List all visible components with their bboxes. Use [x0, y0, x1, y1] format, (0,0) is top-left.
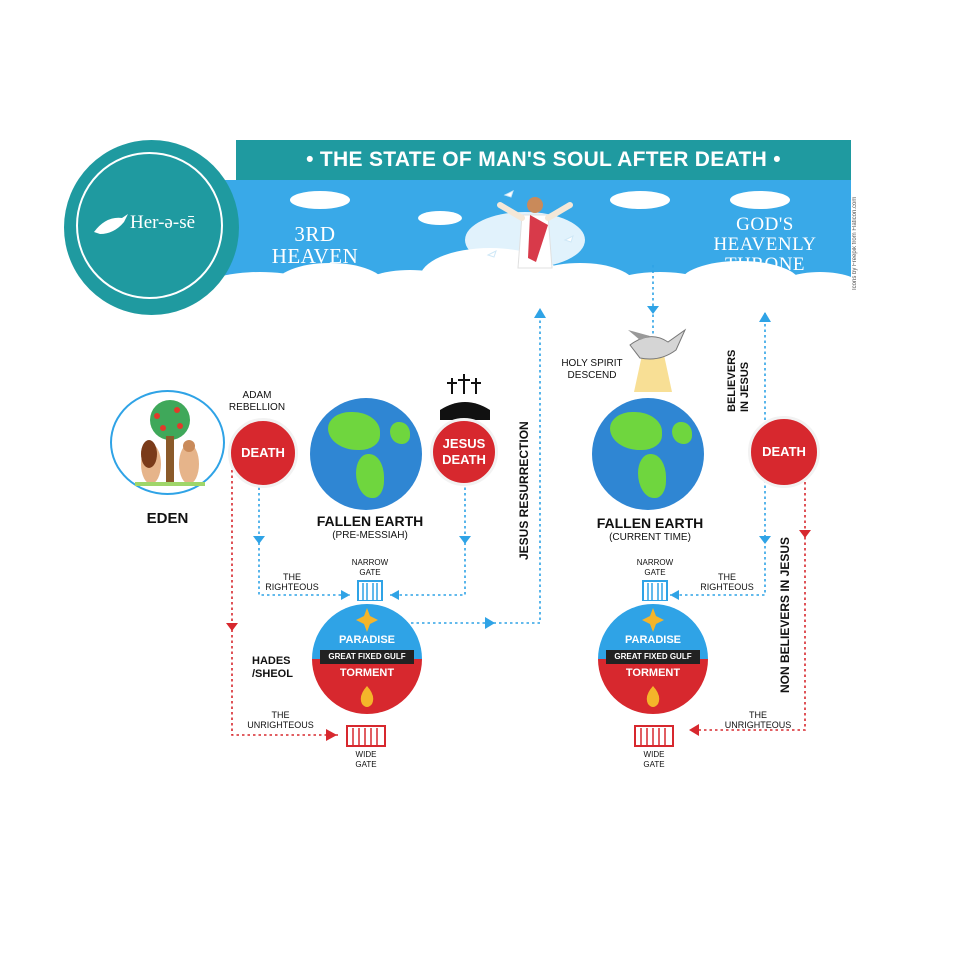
star-icon	[356, 608, 378, 632]
holy-spirit-dove-icon	[628, 328, 687, 360]
fallen-earth-sub-right: (CURRENT TIME)	[609, 532, 691, 543]
narrow-gate-icon-right	[642, 580, 668, 601]
logo-text: Her-ə-sē	[130, 212, 196, 233]
death-circle-left: DEATH	[228, 418, 298, 488]
dove-logo-icon	[94, 214, 128, 234]
wide-gate-icon-right	[634, 725, 674, 747]
jesus-resurrection-label: JESUS RESURRECTION	[517, 421, 531, 560]
eden-label: EDEN	[146, 510, 189, 527]
fallen-earth-label-right: FALLEN EARTH	[596, 515, 704, 531]
non-believers-label: NON BELIEVERS IN JESUS	[778, 536, 792, 693]
heavenly-throne-label: GOD'S HEAVENLY THRONE	[713, 214, 817, 275]
fire-icon	[360, 686, 374, 707]
righteous-label-right: THE RIGHTEOUS	[700, 572, 754, 592]
wide-gate-label-right: WIDE GATE	[643, 750, 665, 769]
wide-gate-icon-left	[346, 725, 386, 747]
title-bar	[236, 140, 851, 180]
righteous-label-left: THE RIGHTEOUS	[265, 572, 319, 592]
wide-gate-label-left: WIDE GATE	[355, 750, 377, 769]
third-heaven-label: 3RD HEAVEN	[271, 222, 359, 268]
fallen-earth-label-left: FALLEN EARTH	[316, 513, 424, 529]
great-fixed-gulf-left: GREAT FIXED GULF	[320, 650, 414, 664]
death-circle-right: DEATH	[748, 416, 820, 488]
paradise-label-left: PARADISE	[338, 634, 396, 646]
believers-label: BELIEVERS IN JESUS	[726, 349, 751, 412]
unrighteous-label-right: THE UNRIGHTEOUS	[724, 710, 792, 730]
logo-ring	[76, 152, 223, 299]
paradise-label-right: PARADISE	[624, 634, 682, 646]
page-title: • THE STATE OF MAN'S SOUL AFTER DEATH •	[306, 148, 781, 171]
fire-icon	[646, 686, 660, 707]
star-icon	[642, 608, 664, 632]
unrighteous-label-left: THE UNRIGHTEOUS	[247, 710, 314, 730]
torment-label-right: TORMENT	[625, 667, 681, 679]
narrow-gate-label-left: NARROW GATE	[351, 558, 389, 577]
holy-spirit-label: HOLY SPIRIT DESCEND	[561, 358, 623, 381]
hades-circle-left: PARADISE GREAT FIXED GULF TORMENT	[312, 604, 422, 714]
jesus-death-circle: JESUS DEATH	[430, 418, 498, 486]
narrow-gate-icon-left	[357, 580, 383, 601]
fallen-earth-sub-left: (PRE-MESSIAH)	[332, 530, 408, 541]
torment-label-left: TORMENT	[339, 667, 395, 679]
great-fixed-gulf-right: GREAT FIXED GULF	[606, 650, 700, 664]
tomb-crosses-icon	[447, 374, 481, 394]
adam-rebellion-label: ADAM REBELLION	[228, 390, 286, 413]
hades-circle-right: PARADISE GREAT FIXED GULF TORMENT	[598, 604, 708, 714]
fallen-earth-globe-right	[592, 398, 704, 510]
fallen-earth-globe-left	[310, 398, 422, 510]
hades-label: HADES /SHEOL	[252, 655, 293, 680]
jesus-figure	[497, 197, 573, 269]
narrow-gate-label-right: NARROW GATE	[636, 558, 674, 577]
adam-eve-tree-icon	[135, 400, 205, 486]
